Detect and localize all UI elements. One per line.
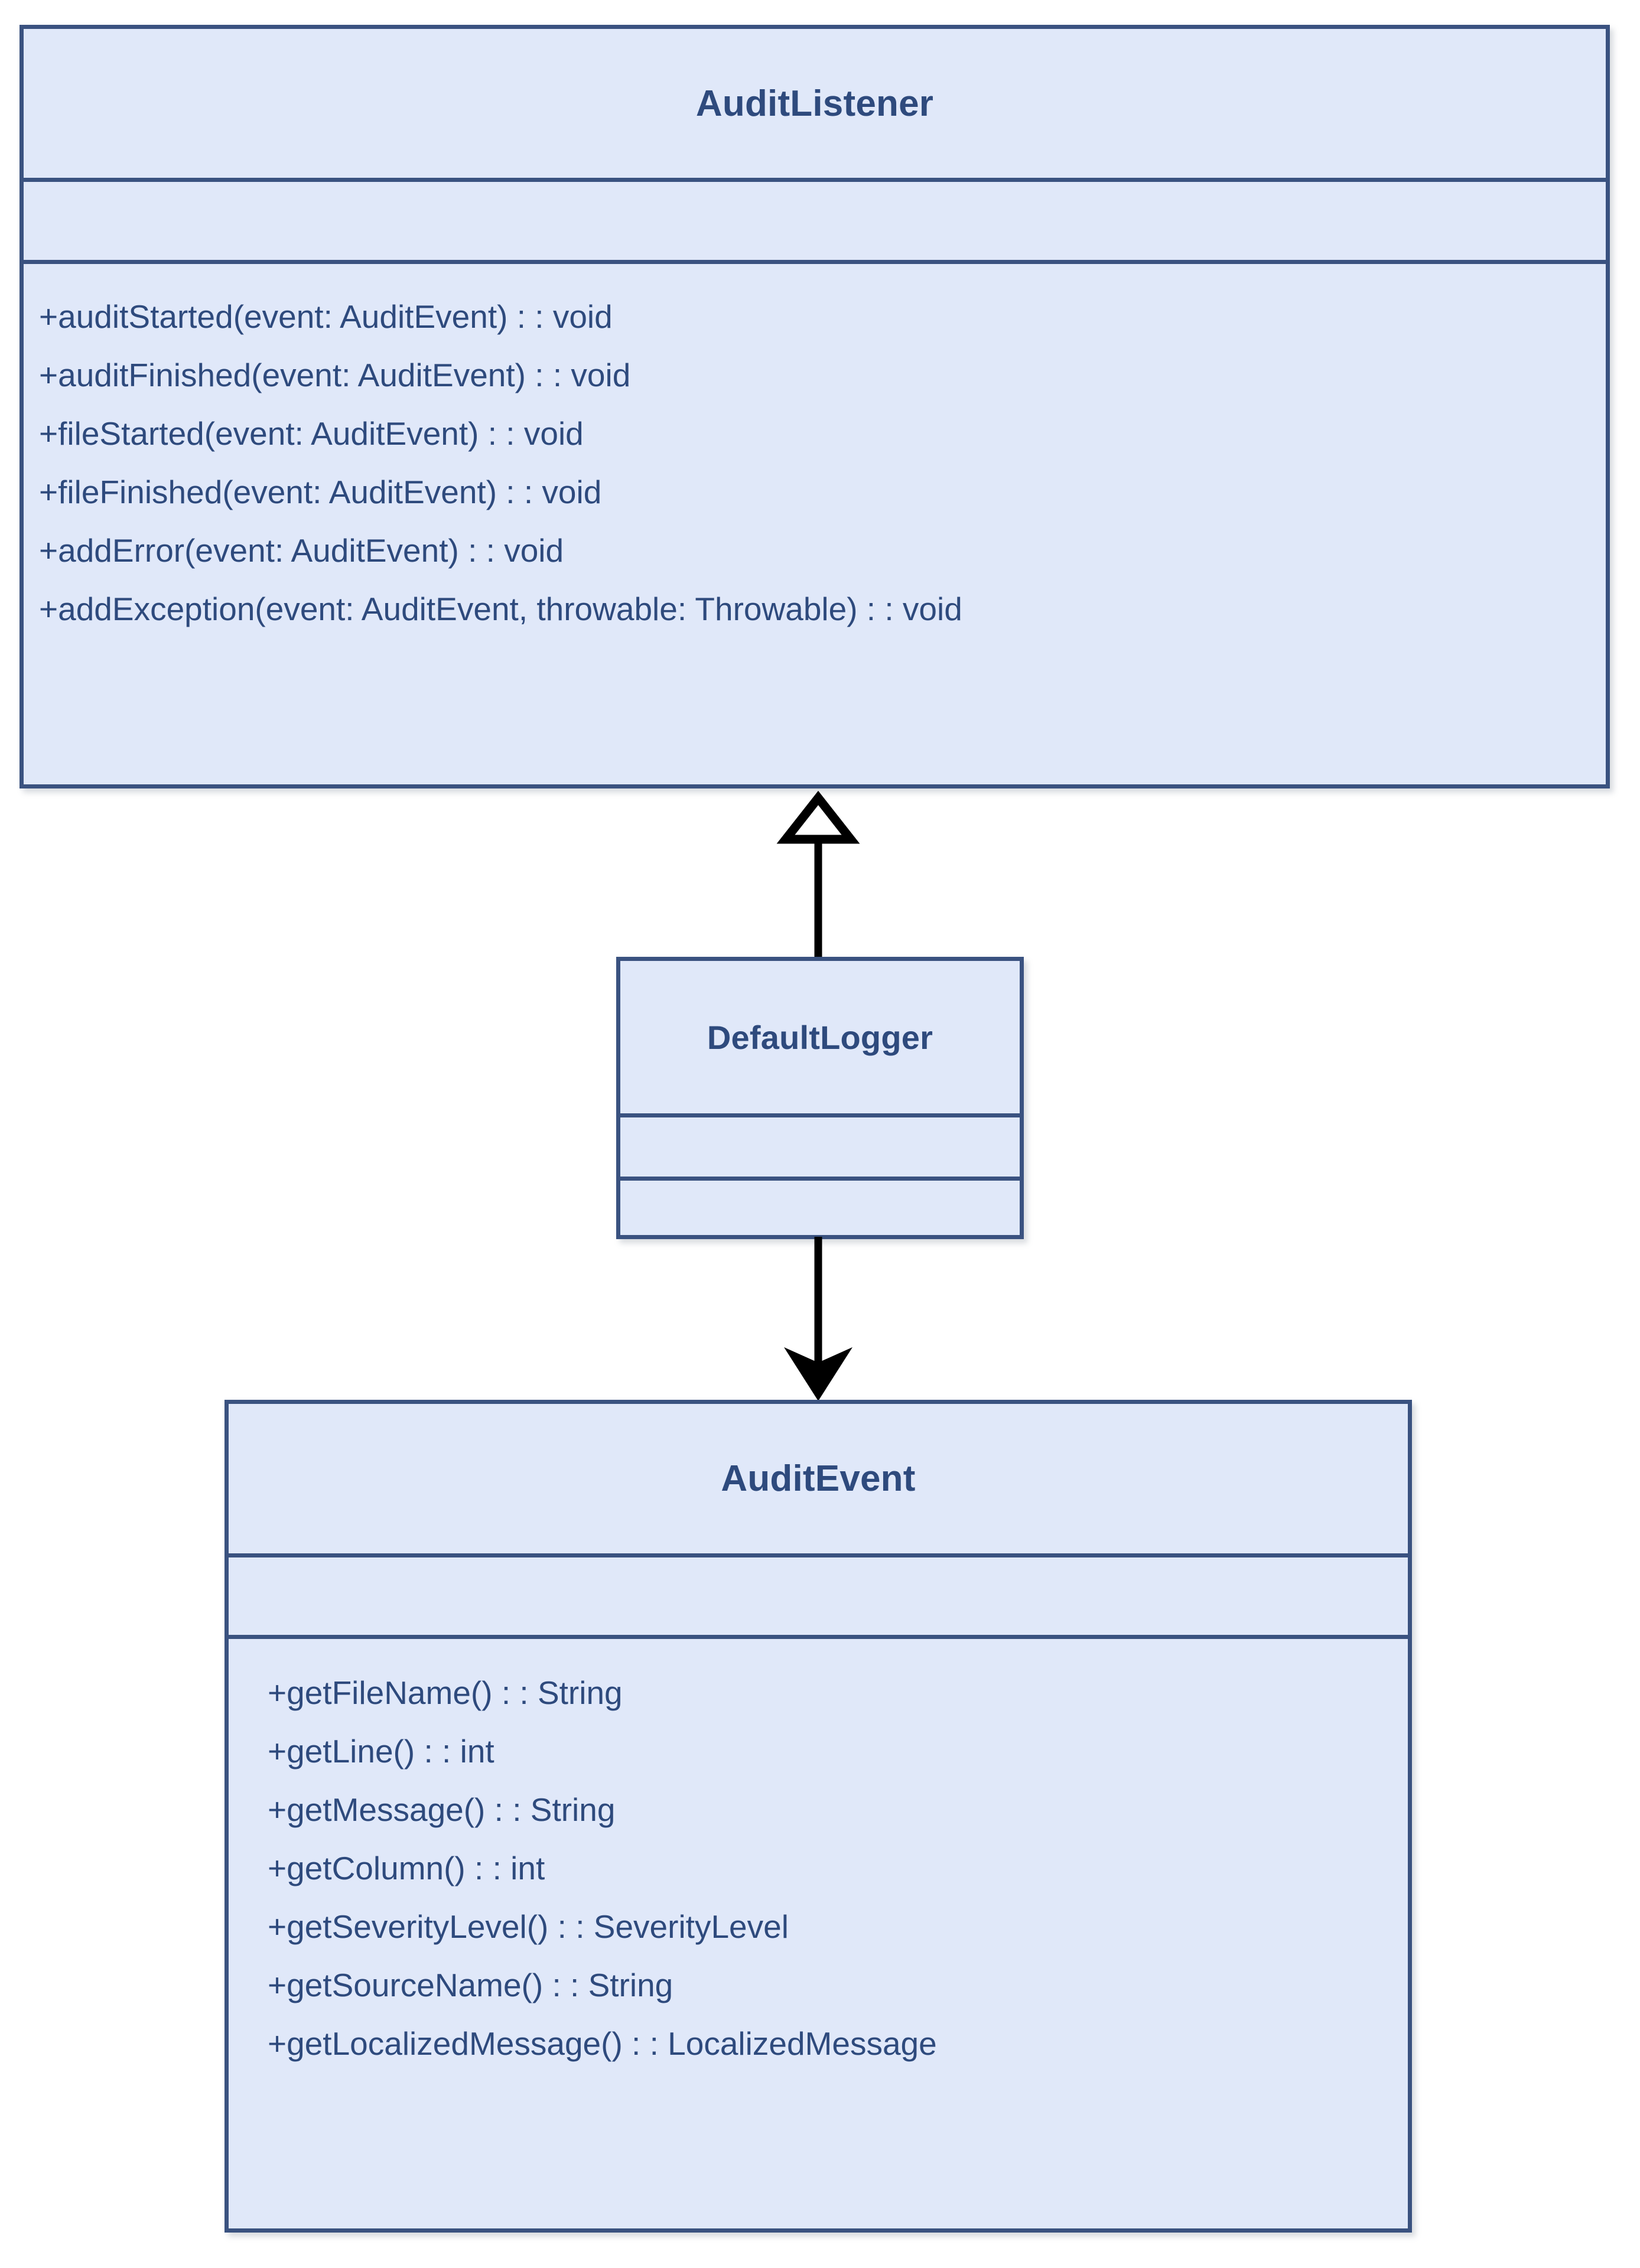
method-item: +fileStarted(event: AuditEvent) : : void xyxy=(39,415,584,452)
methods-compartment-defaultlogger xyxy=(620,1181,1020,1235)
class-box-defaultlogger[interactable]: DefaultLogger xyxy=(616,957,1024,1239)
class-name-defaultlogger: DefaultLogger xyxy=(707,1018,933,1056)
class-divider-attributes xyxy=(24,178,1606,182)
method-item: +auditFinished(event: AuditEvent) : : vo… xyxy=(39,357,631,393)
method-item: +addException(event: AuditEvent, throwab… xyxy=(39,591,962,627)
attributes-compartment-defaultlogger xyxy=(620,1117,1020,1177)
class-divider-methods xyxy=(24,260,1606,264)
attributes-compartment-auditevent xyxy=(229,1557,1408,1635)
attributes-compartment-auditlistener xyxy=(24,182,1606,260)
class-name-auditlistener: AuditListener xyxy=(695,83,934,124)
method-item: +getMessage() : : String xyxy=(268,1791,616,1828)
relationship-association-defaultlogger-auditevent[interactable] xyxy=(756,1237,886,1403)
method-item: +addError(event: AuditEvent) : : void xyxy=(39,532,564,569)
method-item: +getSourceName() : : String xyxy=(268,1967,673,2003)
method-item: +getLocalizedMessage() : : LocalizedMess… xyxy=(268,2025,937,2062)
relationship-inheritance-defaultlogger-auditlistener[interactable] xyxy=(756,788,886,960)
method-item: +auditStarted(event: AuditEvent) : : voi… xyxy=(39,298,613,335)
class-divider-attributes xyxy=(620,1113,1020,1117)
method-item: +getColumn() : : int xyxy=(268,1850,545,1886)
class-divider-methods xyxy=(229,1635,1408,1639)
class-divider-attributes xyxy=(229,1553,1408,1557)
methods-compartment-auditevent: +getFileName() : : String +getLine() : :… xyxy=(229,1639,1408,2228)
class-box-auditevent[interactable]: AuditEvent +getFileName() : : String +ge… xyxy=(224,1400,1412,2233)
methods-compartment-auditlistener: +auditStarted(event: AuditEvent) : : voi… xyxy=(24,264,1606,784)
class-box-auditlistener[interactable]: AuditListener +auditStarted(event: Audit… xyxy=(19,25,1610,788)
method-item: +getSeverityLevel() : : SeverityLevel xyxy=(268,1908,789,1945)
method-item: +fileFinished(event: AuditEvent) : : voi… xyxy=(39,474,602,510)
method-item: +getLine() : : int xyxy=(268,1733,494,1770)
class-divider-methods xyxy=(620,1177,1020,1181)
method-item: +getFileName() : : String xyxy=(268,1674,623,1711)
class-name-auditevent: AuditEvent xyxy=(721,1458,916,1499)
